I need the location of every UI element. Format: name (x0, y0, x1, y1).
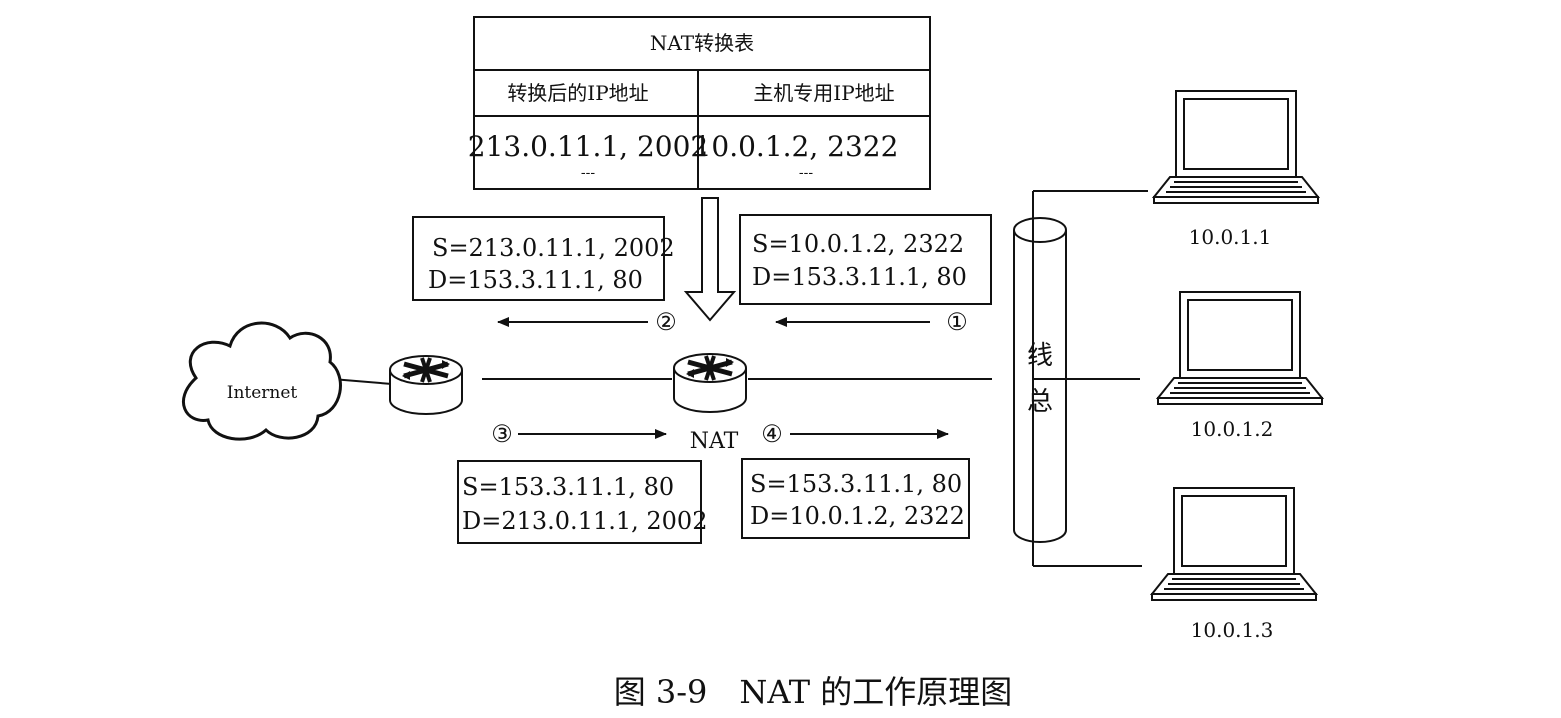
nat-router-icon (674, 354, 746, 412)
packet-2-source: S=213.0.11.1, 2002 (432, 234, 675, 262)
packet-box-4: S=153.3.11.1, 80 D=10.0.1.2, 2322 (741, 458, 970, 539)
bus-label-char-2: 线 (1027, 341, 1053, 371)
edge-router-icon (390, 356, 462, 414)
packet-box-3: S=153.3.11.1, 80 D=213.0.11.1, 2002 (457, 460, 707, 544)
step-3-marker: ③ (491, 420, 513, 448)
nat-table: NAT转换表 转换后的IP地址 主机专用IP地址 213.0.11.1, 200… (468, 16, 931, 190)
packet-1-source: S=10.0.1.2, 2322 (752, 230, 964, 258)
nat-table-ellipsis-right: --- (799, 165, 813, 181)
internet-router-link (331, 378, 393, 385)
nat-table-header-private: 主机专用IP地址 (753, 81, 894, 105)
host-3-laptop-icon (1151, 487, 1317, 601)
host-1-laptop-icon (1153, 90, 1319, 204)
step-2-marker: ② (655, 308, 677, 336)
packet-3-destination: D=213.0.11.1, 2002 (462, 507, 707, 535)
nat-table-cell-private: 10.0.1.2, 2322 (694, 130, 899, 163)
nat-table-frame (473, 16, 931, 190)
step-1-marker: ① (946, 308, 968, 336)
packet-4-destination: D=10.0.1.2, 2322 (750, 502, 965, 530)
host-2-ip: 10.0.1.2 (1191, 417, 1274, 441)
translation-down-arrow-icon (683, 197, 737, 322)
packet-1-destination: D=153.3.11.1, 80 (752, 263, 967, 291)
step-4-marker: ④ (761, 420, 783, 448)
host-2-laptop-icon (1157, 291, 1323, 405)
bus-label-char-1: 总 (1027, 387, 1053, 417)
nat-table-cell-translated: 213.0.11.1, 2002 (468, 130, 708, 163)
packet-4-source: S=153.3.11.1, 80 (750, 470, 962, 498)
figure-caption: 图 3-9 NAT 的工作原理图 (614, 673, 1013, 711)
nat-label: NAT (690, 429, 739, 454)
host-3-ip: 10.0.1.3 (1191, 618, 1274, 642)
nat-table-header-translated: 转换后的IP地址 (507, 81, 648, 105)
packet-box-2: S=213.0.11.1, 2002 D=153.3.11.1, 80 (412, 216, 675, 301)
packet-2-destination: D=153.3.11.1, 80 (428, 266, 643, 294)
nat-table-ellipsis-left: --- (581, 165, 595, 181)
nat-table-title: NAT转换表 (650, 31, 754, 55)
packet-3-source: S=153.3.11.1, 80 (462, 473, 674, 501)
internet-label: Internet (227, 383, 298, 403)
internet-cloud-icon: Internet (182, 321, 342, 441)
host-1-ip: 10.0.1.1 (1189, 225, 1272, 249)
bus-cylinder: 线 总 (1013, 217, 1067, 543)
packet-box-1: S=10.0.1.2, 2322 D=153.3.11.1, 80 (739, 214, 992, 305)
